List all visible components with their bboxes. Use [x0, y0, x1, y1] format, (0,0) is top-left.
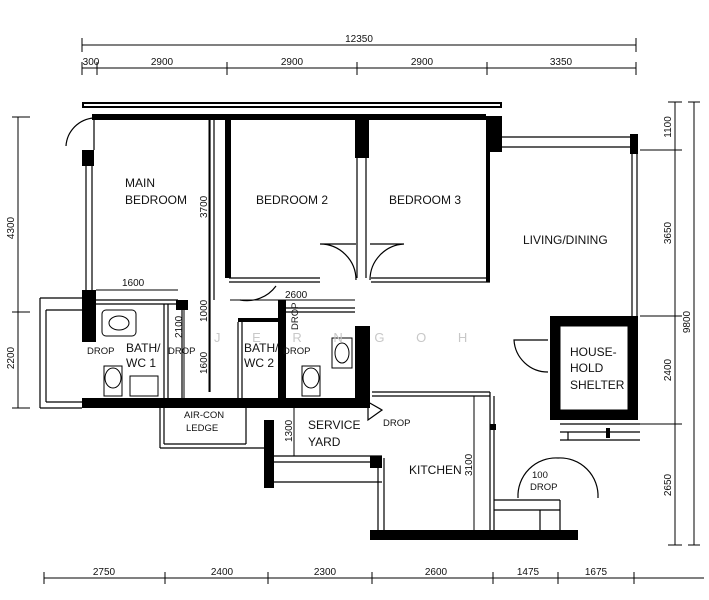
- dim-top-1: 300: [83, 57, 100, 68]
- drop-label-6: DROP: [530, 482, 557, 493]
- dim-100: 100: [532, 470, 548, 481]
- label-shelter-2: HOLD: [570, 361, 604, 375]
- label-service-1: SERVICE: [308, 418, 360, 432]
- label-shelter-3: SHELTER: [570, 378, 625, 392]
- label-bath1-1: BATH/: [126, 341, 161, 355]
- drop-label-3: DROP: [283, 346, 310, 357]
- door-bedroom2: [319, 243, 357, 281]
- dim-3100: 3100: [464, 453, 475, 476]
- dim-top-5: 3350: [550, 57, 573, 68]
- label-aircon-2: LEDGE: [186, 423, 218, 434]
- dim-top-total: 12350: [345, 34, 373, 45]
- door-bedroom3: [369, 243, 405, 281]
- dim-1300: 1300: [284, 419, 295, 442]
- dim-1600: 1600: [122, 278, 145, 289]
- dim-bottom-3: 2300: [314, 567, 337, 578]
- walls: [39, 102, 640, 540]
- right-dimensions: 9800 1100 3650 2400 2650: [640, 101, 700, 546]
- dim-2100: 2100: [174, 315, 185, 338]
- door-entrance-main-bedroom: [65, 117, 95, 150]
- dim-right-2: 3650: [663, 221, 674, 244]
- drop-label-1: DROP: [87, 346, 114, 357]
- drop-label-2: DROP: [168, 346, 195, 357]
- label-main-bedroom-1: MAIN: [125, 176, 155, 190]
- dim-bottom-4: 2600: [425, 567, 448, 578]
- label-bath1-2: WC 1: [126, 356, 156, 370]
- dim-2600: 2600: [285, 290, 308, 301]
- fixtures: [101, 309, 353, 397]
- door-main-entrance: [517, 457, 599, 499]
- dim-right-4: 2650: [663, 473, 674, 496]
- dim-right-1: 1100: [663, 116, 674, 138]
- label-bath2-1: BATH/: [244, 341, 279, 355]
- dim-top-4: 2900: [411, 57, 434, 68]
- dim-bottom-6: 1675: [585, 567, 608, 578]
- door-kitchen: [367, 400, 384, 422]
- interior-dimensions: [96, 118, 475, 530]
- label-bath2-2: WC 2: [244, 356, 274, 370]
- dim-bottom-5: 1475: [517, 567, 540, 578]
- label-aircon-1: AIR-CON: [184, 410, 224, 421]
- watermark: J E R N G O H: [214, 330, 481, 345]
- bottom-dimensions: 2750 2400 2300 2600 1475 1675: [43, 567, 704, 584]
- dim-bottom-1: 2750: [93, 567, 116, 578]
- label-kitchen: KITCHEN: [409, 463, 462, 477]
- label-service-2: YARD: [308, 435, 341, 449]
- dim-bottom-2: 2400: [211, 567, 234, 578]
- dim-top-2: 2900: [151, 57, 174, 68]
- doors: [65, 117, 599, 499]
- dim-left-1: 4300: [6, 216, 17, 239]
- drop-label-4: DROP: [290, 303, 301, 330]
- label-bedroom3: BEDROOM 3: [389, 193, 461, 207]
- dim-right-3: 2400: [663, 358, 674, 381]
- dim-right-outer: 9800: [682, 310, 693, 333]
- dim-left-2: 2200: [6, 346, 17, 369]
- dim-top-3: 2900: [281, 57, 304, 68]
- dim-1600-vertical: 1600: [199, 351, 210, 374]
- top-dimensions: 12350 300 2900 2900 2900 3350: [81, 34, 637, 75]
- dim-3700: 3700: [199, 195, 210, 218]
- drop-labels: DROP DROP DROP DROP DROP DROP: [87, 303, 557, 493]
- label-shelter-1: HOUSE-: [570, 345, 617, 359]
- interior-dimension-values: 1600 2600 3700 1000 2100 1600 1300 3100 …: [122, 195, 548, 481]
- room-labels: MAIN BEDROOM BEDROOM 2 BEDROOM 3 LIVING/…: [125, 176, 625, 477]
- door-bath2: [239, 285, 277, 302]
- label-bedroom2: BEDROOM 2: [256, 193, 328, 207]
- label-main-bedroom-2: BEDROOM: [125, 193, 187, 207]
- label-living-dining: LIVING/DINING: [523, 233, 608, 247]
- drop-label-5: DROP: [383, 418, 410, 429]
- door-shelter: [513, 339, 549, 373]
- dim-1000: 1000: [199, 299, 210, 322]
- left-dimensions: 4300 2200: [6, 116, 30, 409]
